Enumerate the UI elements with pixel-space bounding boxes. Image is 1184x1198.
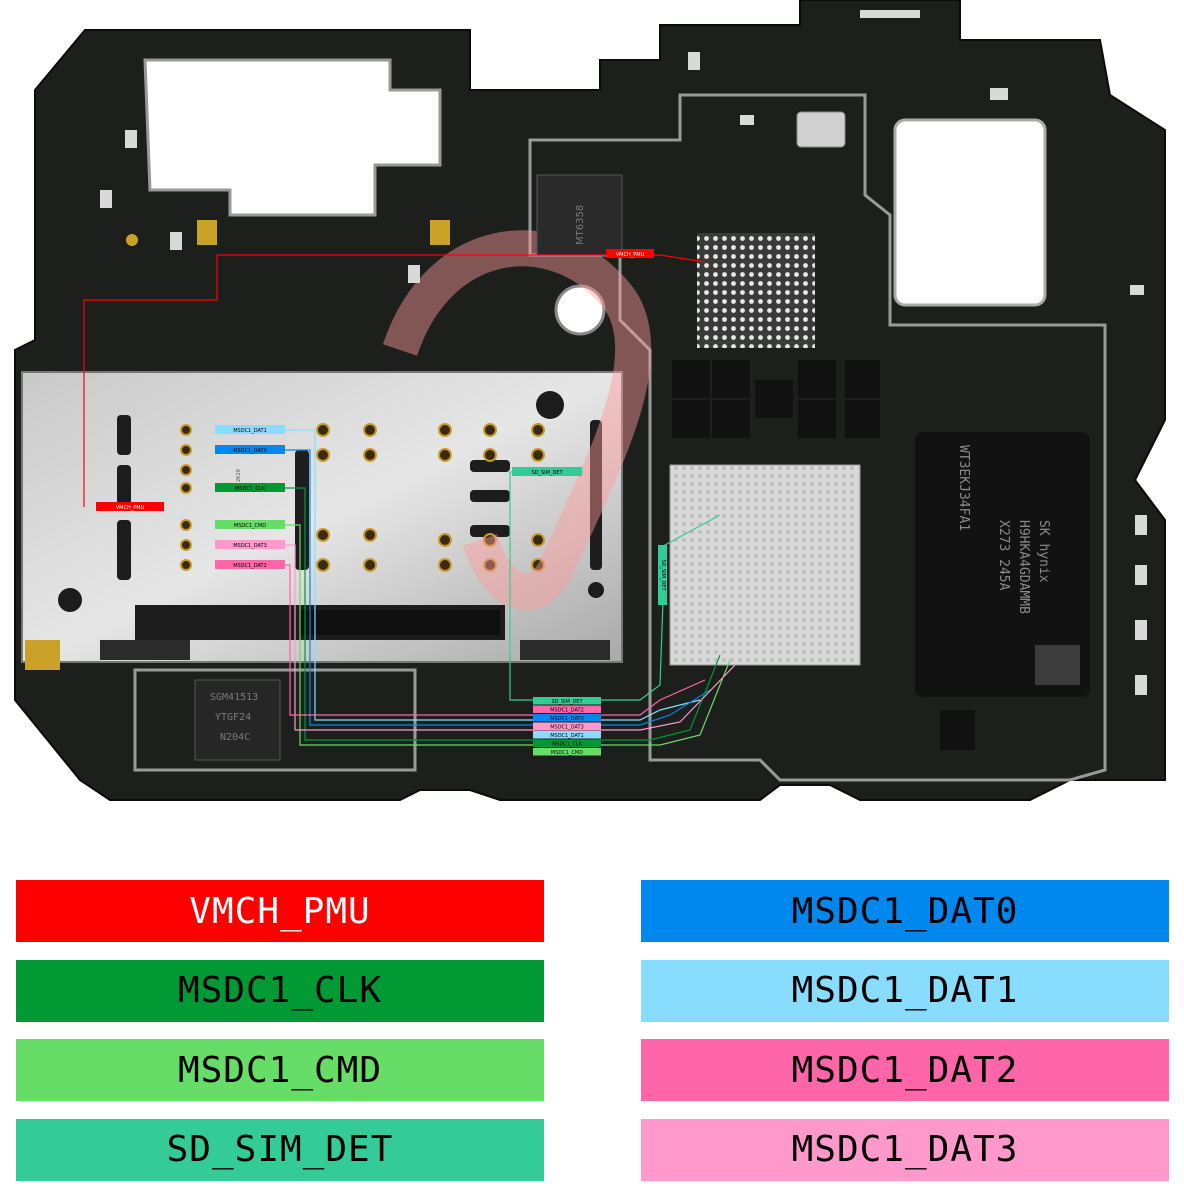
stack-tag-bg: [533, 697, 601, 705]
stack-tag-bg: [533, 731, 601, 739]
legend-item-msdc1-dat1: MSDC1_DAT1: [641, 959, 1169, 1022]
mount-hole: [554, 284, 606, 336]
stack-tag: MSDC1_DAT0: [550, 716, 584, 722]
camera-cutout: [143, 58, 442, 217]
regulator-chip: [194, 679, 281, 761]
stack-tag: SD_SIM_DET: [551, 699, 583, 705]
stack-tag: MSDC1_DAT3: [550, 725, 584, 731]
tag-stack: SD_SIM_DET MSDC1_DAT2MSDC1_DAT0MSDC1_DAT3…: [533, 697, 601, 756]
tag-vmch-left: VMCH_PMU: [116, 505, 145, 511]
regulator-label: SGM41513: [210, 692, 258, 703]
tag-sd-sim-det-vertical: SD_SIM_DET: [660, 559, 666, 591]
tag-clk: MSDC1_CLK: [235, 486, 266, 492]
tray-mark: 2K29: [236, 469, 242, 482]
memory-code: X273 245A: [996, 520, 1011, 591]
legend-item-msdc1-dat2: MSDC1_DAT2: [641, 1039, 1169, 1101]
stack-tag-bg: [533, 748, 601, 756]
legend-item-sd-sim-det: SD_SIM_DET: [16, 1118, 544, 1181]
tag-dat3: MSDC1_DAT3: [233, 543, 267, 549]
tag-cmd: MSDC1_CMD: [234, 523, 266, 529]
pcb-board-photo: 2K29 MT6358 SK hynix H9HKA4GDAMMB X273 2…: [14, 0, 1166, 801]
legend-item-msdc1-cmd: MSDC1_CMD: [16, 1039, 544, 1101]
memory-part: H9HKA4GDAMMB: [1016, 520, 1031, 614]
legend-item-msdc1-dat3: MSDC1_DAT3: [641, 1118, 1169, 1181]
legend-item-msdc1-clk: MSDC1_CLK: [16, 959, 544, 1022]
regulator-code: YTGF24: [215, 712, 251, 723]
stack-tag: MSDC1_DAT1: [550, 733, 584, 739]
tag-sd-sim-det: SD_SIM_DET: [531, 470, 563, 476]
stack-tag-bg: [533, 705, 601, 713]
stack-tag: MSDC1_DAT2: [550, 708, 584, 714]
regulator-lot: N204C: [220, 732, 250, 743]
wifi-chip: [536, 174, 623, 256]
memory-chip: [915, 432, 1090, 697]
stack-tag-bg: [533, 722, 601, 730]
tag-dat2: MSDC1_DAT2: [233, 563, 267, 569]
legend-item-vmch-pmu: VMCH_PMU: [16, 880, 544, 942]
legend-item-msdc1-dat0: MSDC1_DAT0: [641, 880, 1169, 942]
stack-tag: MSDC1_CLK: [552, 742, 583, 748]
tag-vmch-top: VMCH_PMU: [616, 252, 645, 258]
memory-side: WT3EKJ34FA1: [956, 445, 971, 531]
stack-tag-bg: [533, 714, 601, 722]
tag-dat1: MSDC1_DAT1: [233, 428, 267, 434]
memory-brand: SK hynix: [1036, 520, 1051, 583]
right-cutout: [893, 118, 1047, 307]
tag-dat0: MSDC1_DAT0: [233, 448, 267, 454]
stack-tag: MSDC1_CMD: [551, 750, 583, 756]
pmic-label: MT6358: [575, 205, 586, 245]
stack-tag-bg: [533, 739, 601, 747]
